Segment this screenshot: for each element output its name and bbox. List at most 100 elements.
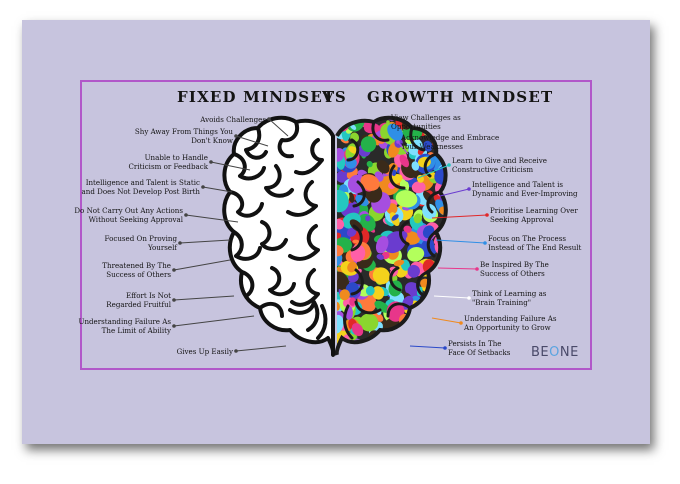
growth-label-line2: Seeking Approval [490,215,554,224]
mosaic-blob [349,297,356,306]
growth-label-line2: Instead of The End Result [488,243,582,252]
growth-label: Think of Learning as"Brain Training" [472,289,546,307]
fixed-connector [185,214,239,223]
fixed-label-line1: Effort Is Not [125,291,171,300]
growth-connector-dot [459,321,463,325]
mosaic-blob [336,170,349,183]
fixed-connector-dot [172,298,176,302]
growth-gyrus [350,224,363,252]
mosaic-blob [411,161,420,171]
growth-label-line1: Think of Learning as [472,289,547,298]
growth-connector-dot [386,120,390,124]
mosaic-blob [407,246,425,262]
fixed-label-line2: Don't Know [191,136,233,145]
fixed-label-line2: Without Seeking Approval [88,215,183,224]
mosaic-blob [411,181,426,194]
growth-gyrus [354,300,382,315]
fixed-connector [202,186,233,193]
mosaic-blob [372,267,391,285]
mosaic-blob [350,124,357,130]
fixed-label: Avoids Challenges [200,115,266,124]
fixed-connector-dot [178,241,182,245]
fixed-label-line1: Unable to Handle [144,153,208,162]
mosaic-blob [365,286,375,296]
growth-label-line1: Be Inspired By The [480,260,549,269]
growth-connector-dot [483,241,487,245]
fixed-connector-dot [201,185,205,189]
growth-connector-dot [485,213,489,217]
fixed-connector [173,315,255,327]
growth-label-line1: View Challenges as [391,113,461,122]
mosaic-blob [387,123,403,141]
fixed-label-line1: Do Not Carry Out Any Actions [74,206,183,215]
growth-gyrus [416,270,430,298]
growth-gyrus [426,230,438,258]
mosaic-blob [392,169,397,177]
growth-connector [437,267,478,270]
fixed-mindset-title: FIXED MINDSET [177,88,336,106]
fixed-label: Gives Up Easily [177,347,233,356]
mosaic-blob [423,140,433,152]
fixed-label-line1: Threatened By The [102,261,171,270]
growth-label-line1: Acknowledge and Embrace [401,133,500,142]
growth-gyrus [386,302,412,318]
fixed-label-line2: The Limit of Ability [101,326,171,335]
fixed-connector [173,259,231,271]
growth-label-line1: Persists In The [448,339,502,348]
growth-connector [397,141,409,155]
fixed-connector-dot [209,160,213,164]
growth-label-line2: "Brain Training" [472,298,532,307]
growth-connector [417,164,450,179]
growth-connector-dot [467,296,471,300]
mosaic-blob [348,192,355,203]
mosaic-blob [365,215,371,222]
mosaic-blob [366,160,373,168]
growth-label-line2: Success of Others [480,269,545,278]
growth-label-line2: An Opportunity to Grow [464,323,551,332]
fixed-connector [235,135,269,147]
fixed-label-line2: Regarded Fruitful [106,300,171,309]
fixed-connector [179,239,231,244]
poster-background [22,20,650,444]
growth-label-line1: Intelligence and Talent is [472,180,564,189]
mosaic-blob [391,214,399,221]
mosaic-blob [372,286,385,300]
growth-gyrus [350,268,364,296]
growth-label-line1: Focus on The Process [488,234,566,243]
growth-connector-dot [396,140,400,144]
mosaic-blob [336,218,345,230]
growth-gyrus [399,220,410,246]
mosaic-blob [413,213,423,224]
growth-label-line2: Face Of Setbacks [448,348,511,357]
mosaic-blob [374,300,390,313]
growth-label-line1: Understanding Failure As [464,314,557,323]
mosaic-blob [399,154,410,168]
vs-label: VS [322,88,347,106]
fixed-connector [268,118,289,137]
mosaic-blob [423,191,434,203]
growth-connector [435,239,486,244]
growth-gyrus [409,126,426,152]
growth-connector [433,295,470,299]
growth-connector-dot [467,187,471,191]
fixed-connector-dot [267,117,271,121]
mosaic-blob [351,323,364,337]
growth-gyrus [389,266,402,292]
growth-mindset-title: GROWTH MINDSET [367,88,554,106]
fixed-connector [210,161,251,171]
mosaic-blob [339,289,350,301]
fixed-connector [235,345,287,352]
